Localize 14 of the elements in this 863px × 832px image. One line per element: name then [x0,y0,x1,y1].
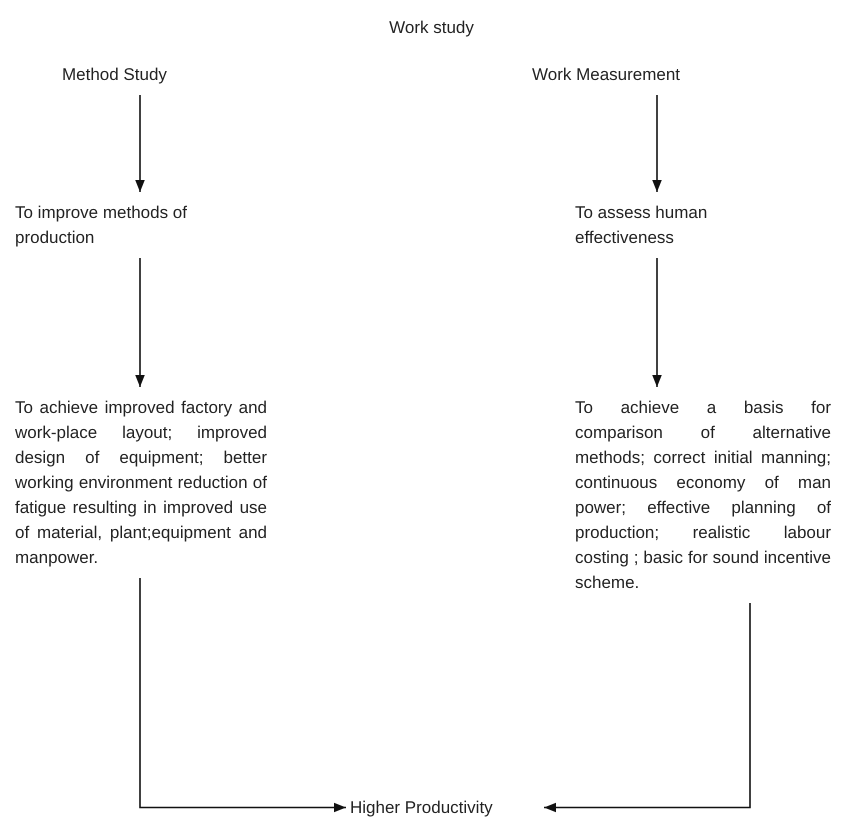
arrow [135,95,145,192]
node-text: Higher Productivity [350,797,494,819]
arrow [652,95,662,192]
arrow [139,578,346,812]
node-text: Work Measurement [532,64,682,86]
arrow [135,258,145,387]
node-text: Method Study [62,64,168,86]
arrow [652,258,662,387]
node-text: To achieve a basis for comparison of alternative methods; correct initial manning; continuous economy of man power; effective planning of production; realistic labour costing ; basic for sound incentive scheme. [575,397,831,594]
diagram-title: Work study [388,18,475,38]
node-text: To assess human effectiveness [575,202,708,249]
node-text: To improve methods of production [15,202,188,249]
node-text: To achieve improved factory and work-place layout; improved design of equipment; better working environment reduction of fatigue resulting in improved use of material, plant;equipment and manpower. [15,397,267,569]
arrow [544,603,751,812]
